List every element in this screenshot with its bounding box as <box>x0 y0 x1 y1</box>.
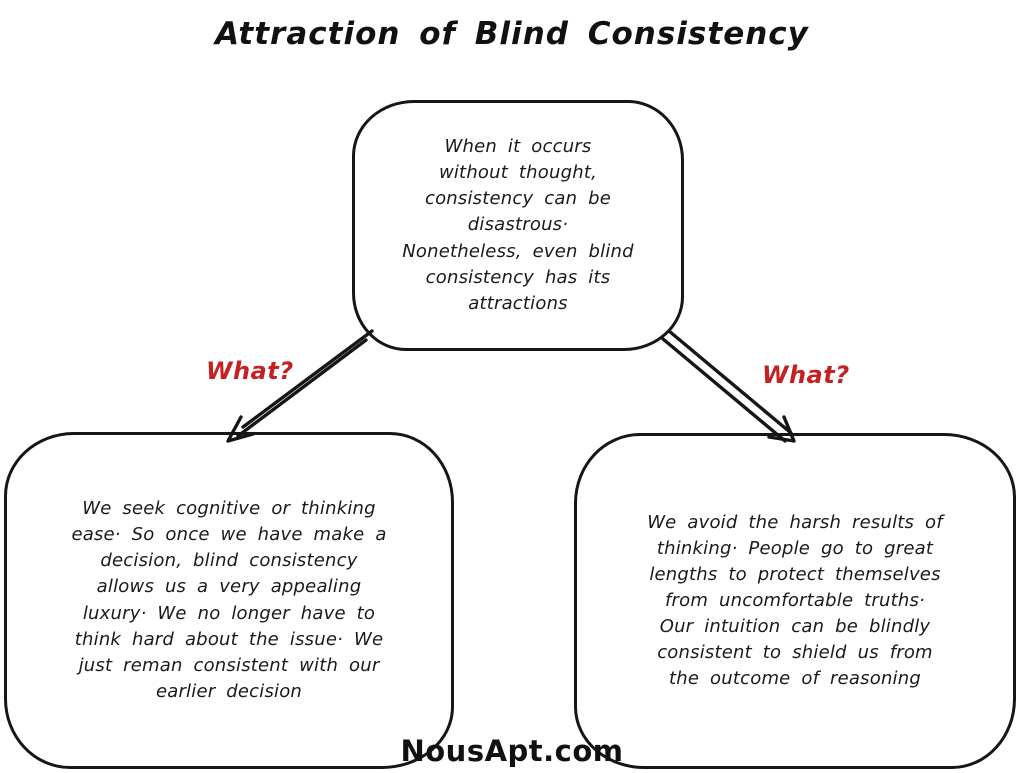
left-node-text: We seek cognitive or thinking ease· So o… <box>71 498 387 702</box>
page-title: Attraction of Blind Consistency <box>215 16 809 52</box>
top-node: When it occurs without thought, consiste… <box>352 100 684 351</box>
left-node: We seek cognitive or thinking ease· So o… <box>4 432 454 769</box>
left-arrow-icon <box>226 329 374 443</box>
watermark-text: NousApt.com <box>400 734 624 768</box>
top-node-text: When it occurs without thought, consiste… <box>402 136 634 314</box>
left-arrow-label: What? <box>206 357 294 385</box>
right-node-text: We avoid the harsh results of thinking· … <box>647 511 943 690</box>
right-arrow-label: What? <box>762 361 850 389</box>
right-node: We avoid the harsh results of thinking· … <box>574 433 1016 769</box>
